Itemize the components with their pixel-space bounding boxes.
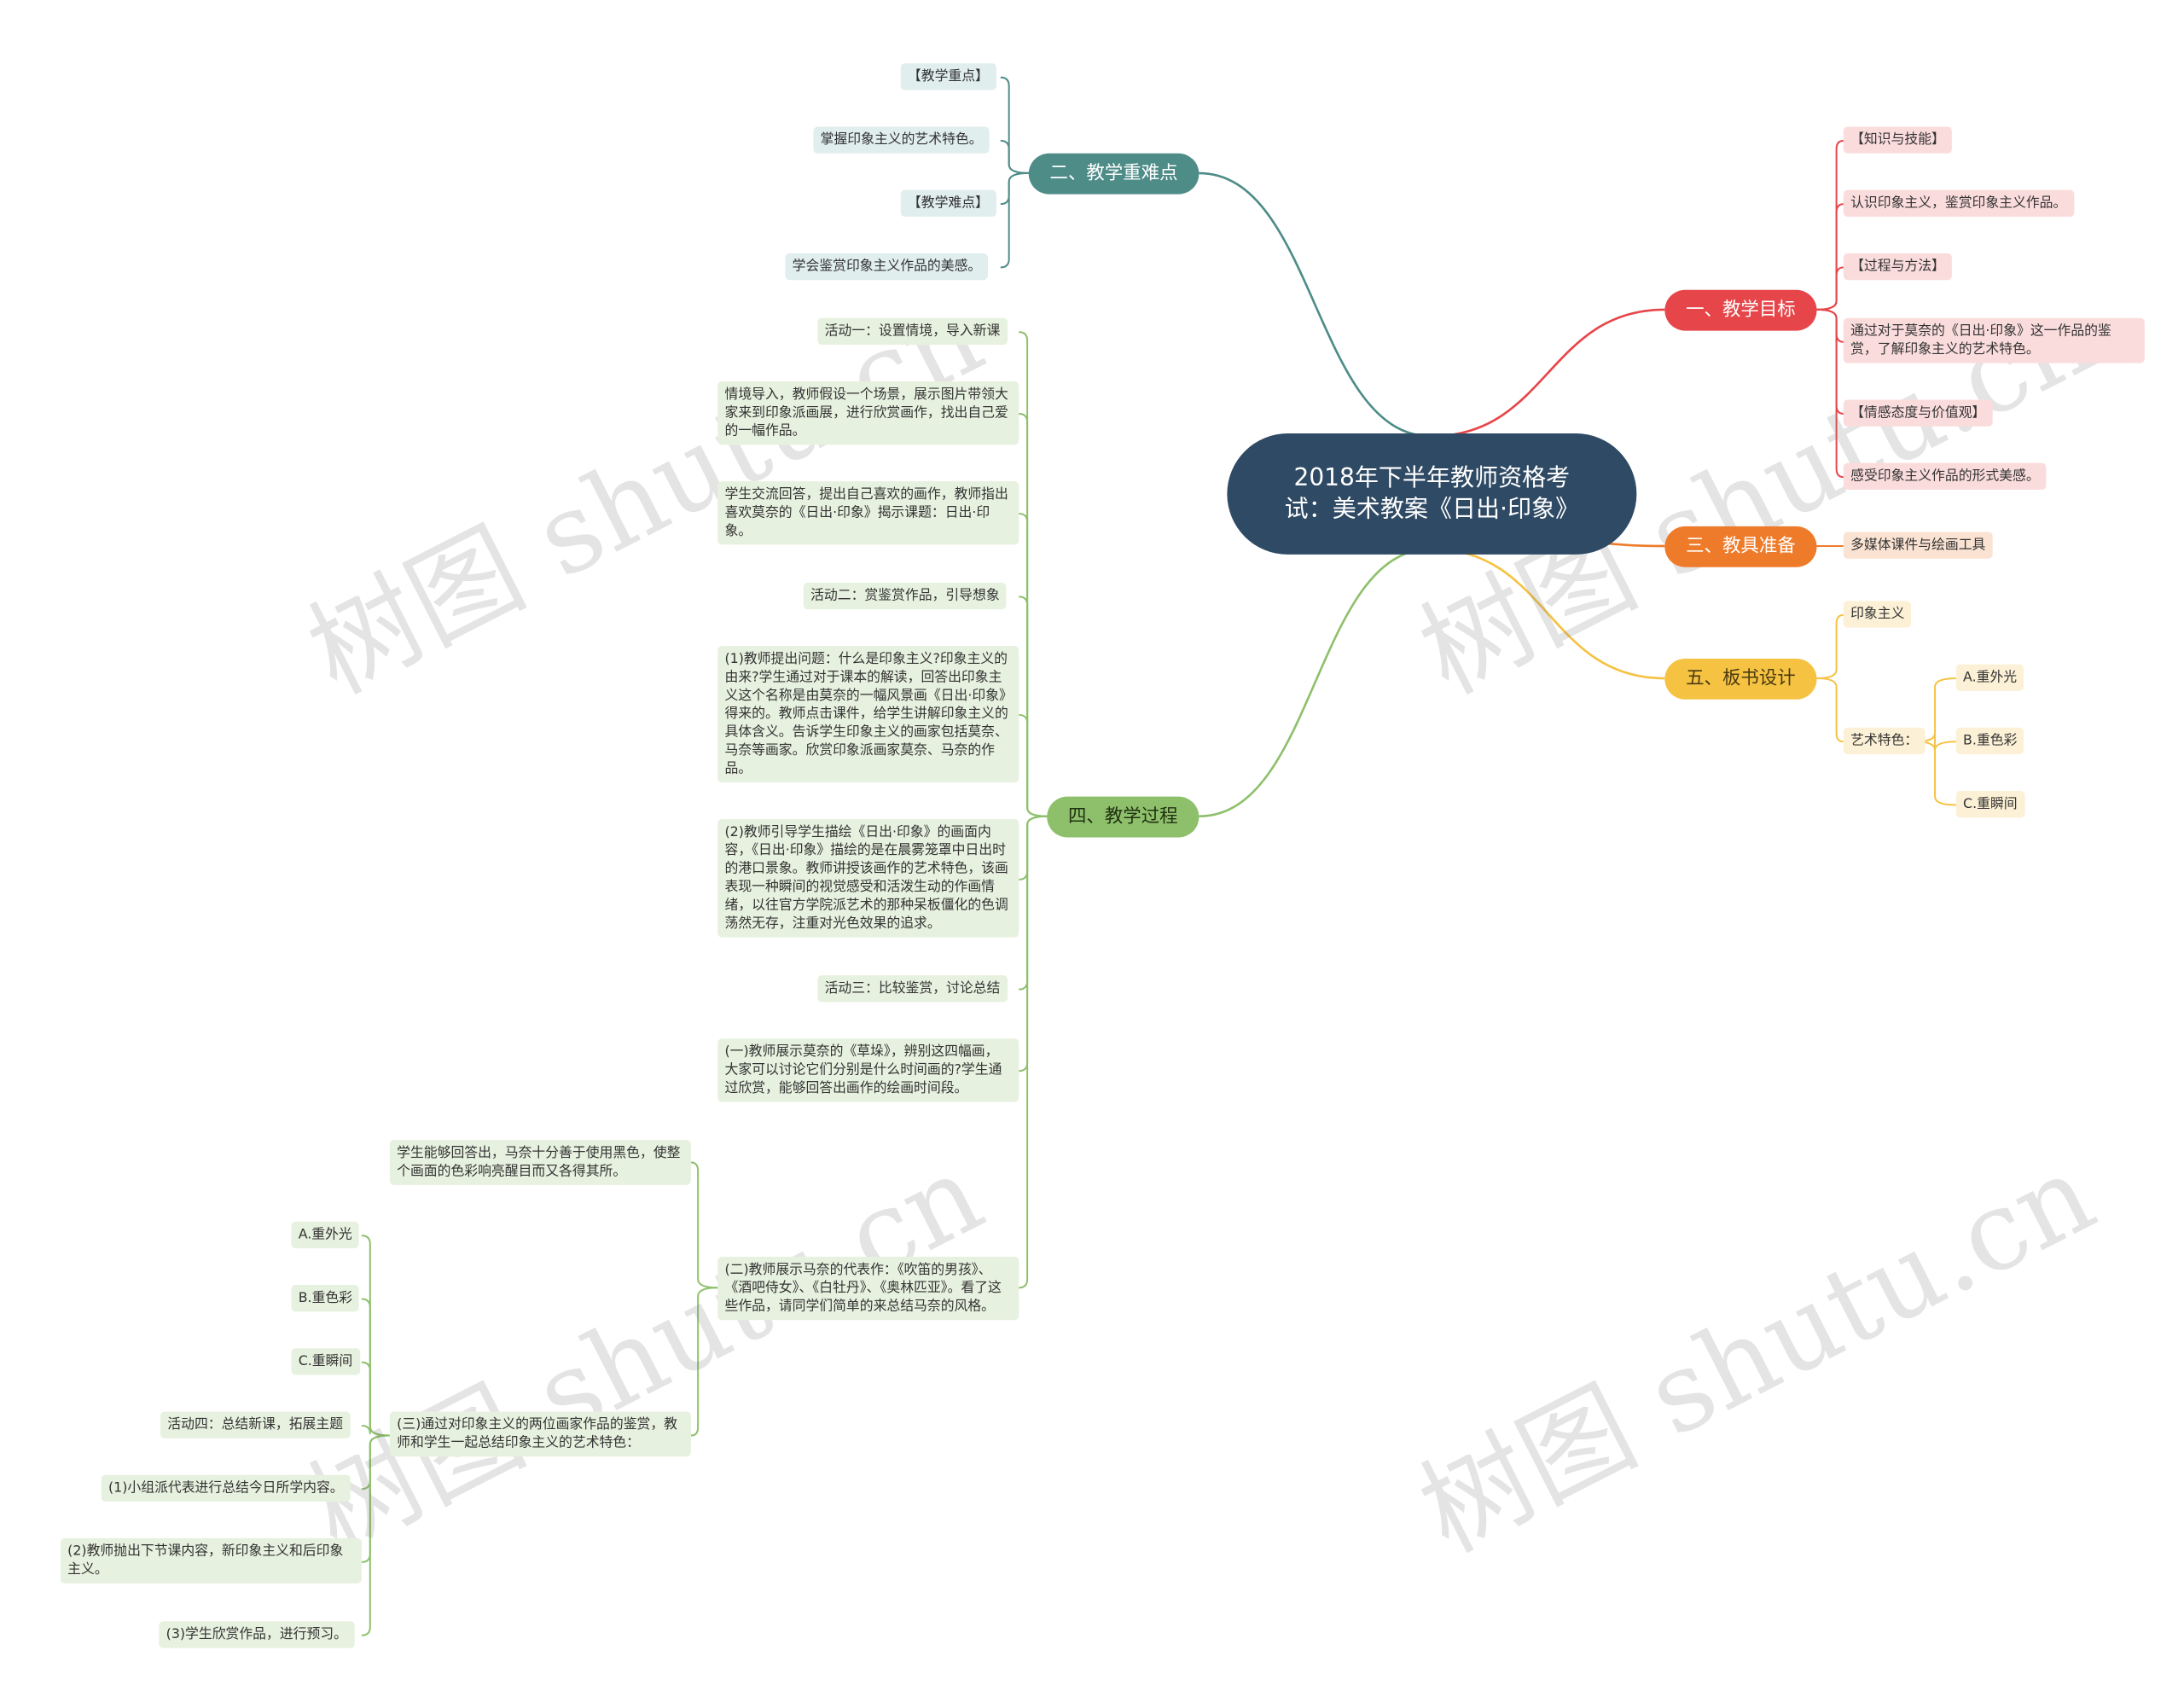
process-node[interactable]: (1)教师提出问题：什么是印象主义?印象主义的由来?学生通过对于课本的解读，回答… [717,646,1019,783]
process-node[interactable]: 情境导入，教师假设一个场景，展示图片带领大家来到印象派画展，进行欣赏画作，找出自… [717,381,1019,445]
connector [1816,308,1844,343]
process-node[interactable]: (一)教师展示莫奈的《草垛》，辨别这四幅画，大家可以讨论它们分别是什么时间画的?… [717,1038,1019,1102]
connector [1199,171,1432,438]
board-design-node[interactable]: 印象主义 [1843,601,1912,628]
objective-node[interactable]: 【情感态度与价值观】 [1843,399,1993,427]
root-topic[interactable]: 2018年下半年教师资格考试：美术教案《日出·印象》 [1227,433,1637,555]
connector [361,1434,390,1563]
connector [690,1161,718,1289]
connector [1816,139,1844,311]
connector [1019,815,1048,991]
connector [1914,741,1956,806]
branch-board-design[interactable]: 五、板书设计 [1664,658,1817,700]
process-node[interactable]: 活动一：设置情境，导入新课 [817,317,1008,346]
board-design-node[interactable]: 艺术特色： [1843,727,1926,755]
connector [1019,713,1048,817]
teaching-aid-node[interactable]: 多媒体课件与绘画工具 [1843,532,1993,559]
connector [1019,513,1048,817]
summary-leaf[interactable]: (1)小组派代表进行总结今日所学内容。 [101,1474,351,1502]
objective-node[interactable]: 通过对于莫奈的《日出·印象》这一作品的鉴赏，了解印象主义的艺术特色。 [1843,317,2145,363]
summary-leaf[interactable]: A.重外光 [291,1221,360,1249]
art-feature-node[interactable]: B.重色彩 [1955,727,2024,755]
connector [1019,815,1048,1289]
branch-teaching-process[interactable]: 四、教学过程 [1047,796,1199,838]
connector [1019,815,1048,880]
connector [361,1424,390,1437]
summary-leaf[interactable]: B.重色彩 [291,1284,360,1312]
objective-node[interactable]: 感受印象主义作品的形式美感。 [1843,462,2047,491]
connector [1019,331,1048,817]
summary-leaf[interactable]: (2)教师抛出下节课内容，新印象主义和后印象主义。 [60,1537,362,1584]
key-point-node[interactable]: 【教学重点】 [900,63,996,90]
summary-leaf[interactable]: 活动四：总结新课，拓展主题 [160,1411,351,1438]
connector [1199,547,1432,818]
key-point-node[interactable]: 掌握印象主义的艺术特色。 [813,126,990,154]
connector [1000,139,1029,174]
connector [1431,547,1665,680]
connector [1019,412,1048,817]
connector [1816,308,1844,479]
branch-teaching-aids[interactable]: 三、教具准备 [1664,526,1817,567]
connector [1000,171,1029,206]
process-node[interactable]: (2)教师引导学生描绘《日出·印象》的画面内容，《日出·印象》描绘的是在晨雾笼罩… [717,819,1019,938]
process-node[interactable]: 活动二：赏鉴赏作品，引导想象 [803,582,1007,610]
branch-key-difficult-points[interactable]: 二、教学重难点 [1028,153,1199,195]
objective-node[interactable]: 认识印象主义，鉴赏印象主义作品。 [1843,189,2074,218]
process-subnode[interactable]: (三)通过对印象主义的两位画家作品的鉴赏，教师和学生一起总结印象主义的艺术特色： [389,1411,691,1457]
connector [1816,613,1844,680]
connector [1000,76,1029,174]
process-node[interactable]: 学生交流回答，提出自己喜欢的画作，教师指出喜欢莫奈的《日出·印象》揭示课题：日出… [717,481,1019,545]
connector [690,1287,718,1437]
art-feature-node[interactable]: C.重瞬间 [1955,791,2024,818]
summary-leaf[interactable]: (3)学生欣赏作品，进行预习。 [159,1621,355,1648]
key-point-node[interactable]: 【教学难点】 [900,189,996,218]
objective-node[interactable]: 【知识与技能】 [1843,126,1953,154]
process-node[interactable]: 活动三：比较鉴赏，讨论总结 [817,975,1008,1003]
connector [1431,308,1665,438]
connector [1019,596,1048,817]
summary-leaf[interactable]: C.重瞬间 [291,1348,360,1375]
branch-teaching-objectives[interactable]: 一、教学目标 [1664,289,1817,331]
process-subnode[interactable]: 学生能够回答出，马奈十分善于使用黑色，使整个画面的色彩响亮醒目而又各得其所。 [389,1140,691,1185]
connector [1019,815,1048,1072]
art-feature-node[interactable]: A.重外光 [1955,664,2024,691]
connector [1816,203,1844,311]
connector [361,1361,390,1437]
process-node[interactable]: (二)教师展示马奈的代表作：《吹笛的男孩》、《酒吧侍女》、《白牡丹》、《奥林匹亚… [717,1257,1019,1321]
connector [361,1434,390,1636]
connector [1816,308,1844,415]
connector [361,1235,390,1437]
connector [1816,266,1844,311]
connector [361,1434,390,1491]
connector [1816,677,1844,743]
connector [1000,171,1029,269]
connector [1914,733,1956,751]
connector [361,1298,390,1437]
objective-node[interactable]: 【过程与方法】 [1843,253,1953,281]
key-point-node[interactable]: 学会鉴赏印象主义作品的美感。 [785,253,989,281]
